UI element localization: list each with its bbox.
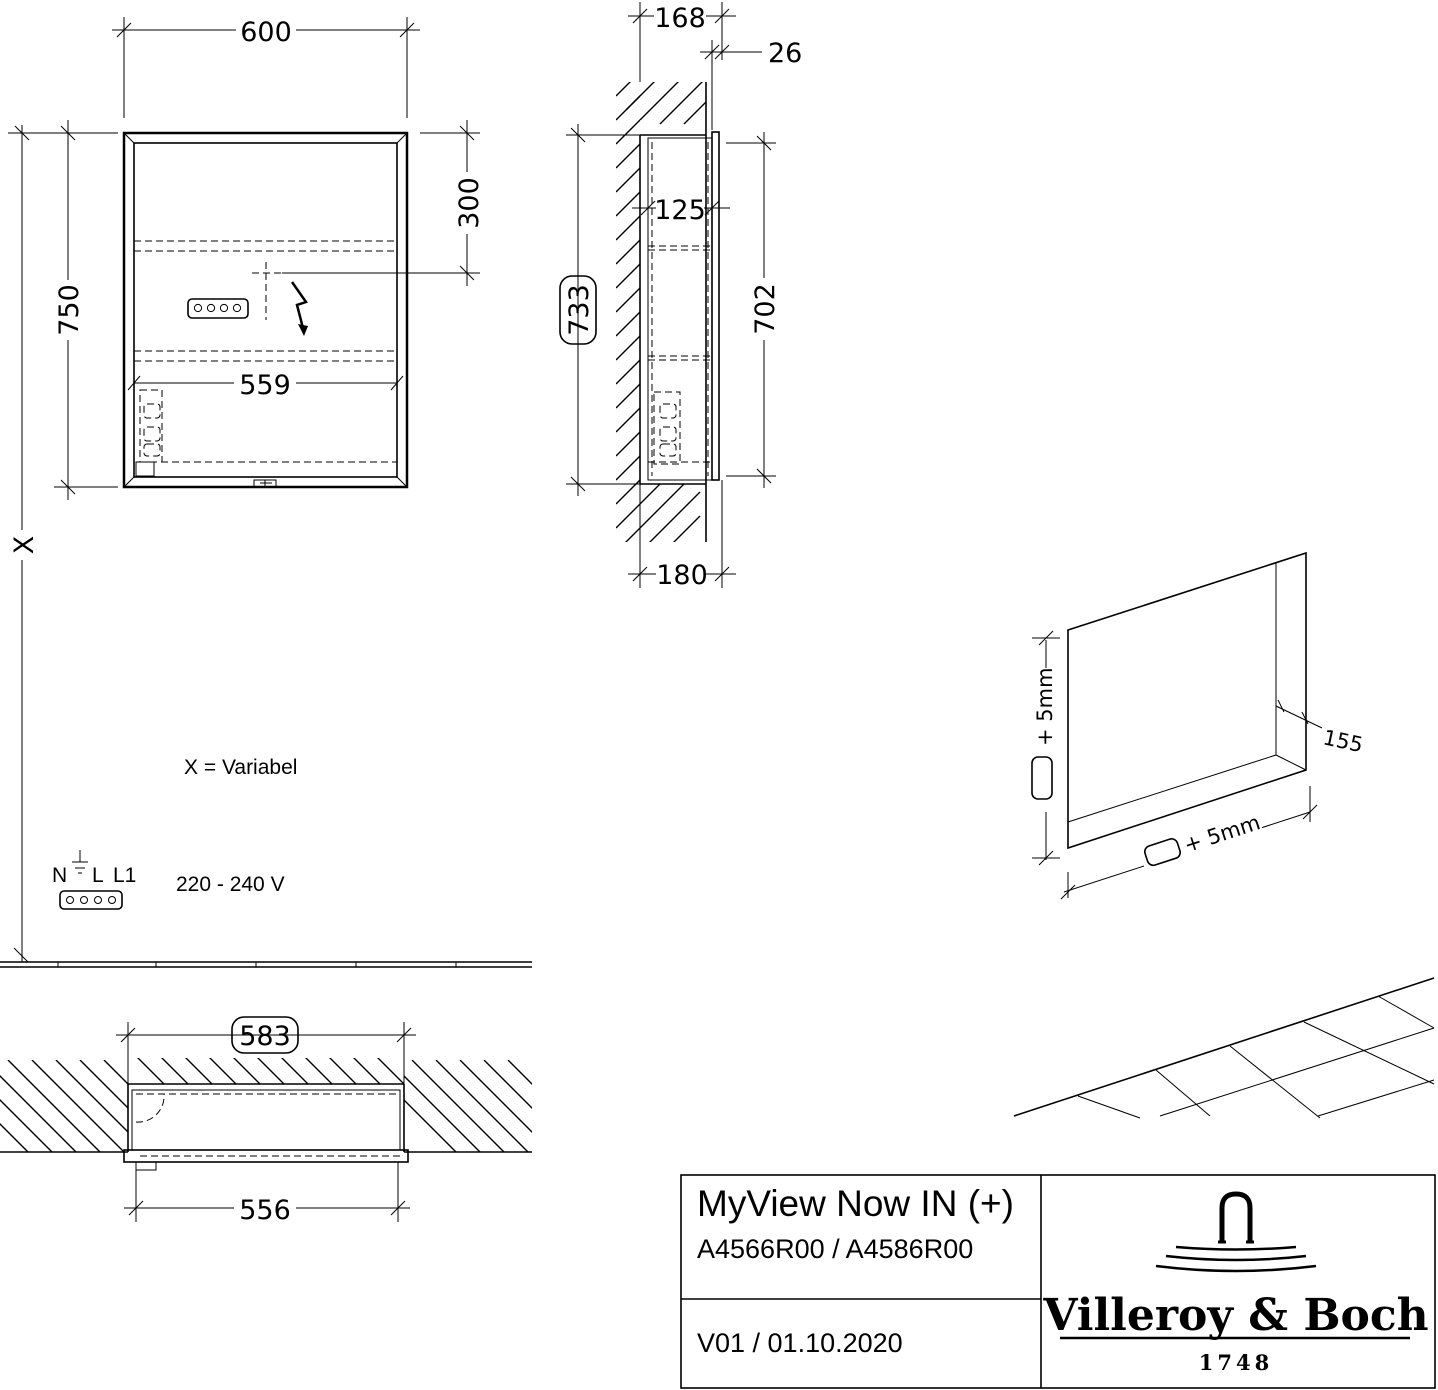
terminal-l1: L1 bbox=[113, 864, 136, 887]
product-name: MyView Now IN (+) bbox=[697, 1183, 1014, 1224]
iso-vertical-symbol bbox=[1031, 756, 1053, 800]
front-height-label: 750 bbox=[54, 284, 85, 336]
inner-depth-label: 125 bbox=[654, 195, 706, 226]
recess-height-label: 733 bbox=[564, 284, 595, 336]
iso-view: 155 + 5mm + 5mm bbox=[1031, 551, 1365, 900]
brand-name: Villeroy & Boch bbox=[1042, 1290, 1428, 1341]
side-compartment bbox=[139, 389, 163, 463]
front-width-label: 600 bbox=[240, 17, 292, 48]
top-cabinet-body bbox=[131, 1089, 401, 1151]
terminal-l: L bbox=[92, 864, 104, 887]
lightning-icon bbox=[290, 281, 308, 333]
recess-width-label: 583 bbox=[239, 1021, 291, 1052]
front-view: 600 750 300 559 X bbox=[8, 14, 485, 963]
variable-distance-label: X bbox=[9, 536, 40, 555]
socket-outlet bbox=[187, 298, 249, 319]
inner-width-label: 559 bbox=[239, 370, 291, 401]
cabinet-inner-frame bbox=[133, 142, 398, 478]
floor-line bbox=[0, 961, 532, 968]
iso-recess-outline bbox=[1067, 551, 1307, 850]
title-block: MyView Now IN (+) A4566R00 / A4586R00 V0… bbox=[680, 1174, 1436, 1389]
top-front-panel bbox=[123, 1149, 409, 1163]
iso-floor bbox=[1013, 977, 1435, 1119]
iso-depth-label: 155 bbox=[1321, 725, 1365, 757]
brand-founded: 1748 bbox=[1199, 1350, 1273, 1375]
iso-tolerance-vertical: + 5mm bbox=[1033, 667, 1057, 746]
side-cabinet-body bbox=[647, 137, 713, 481]
iso-horizontal-symbol bbox=[1143, 838, 1181, 867]
earth-icon bbox=[72, 850, 88, 874]
door-swing bbox=[135, 1093, 165, 1123]
terminal-block bbox=[59, 890, 123, 910]
recess-height-box bbox=[559, 275, 597, 345]
socket-offset-label: 300 bbox=[454, 177, 485, 229]
version-date: V01 / 01.10.2020 bbox=[697, 1328, 903, 1358]
article-numbers: A4566R00 / A4586R00 bbox=[697, 1234, 973, 1264]
side-view: 168 26 125 733 702 1 bbox=[559, 2, 802, 591]
recess-width-box bbox=[231, 1016, 299, 1054]
top-inner-width-label: 556 bbox=[239, 1195, 291, 1226]
brand-logo-icon bbox=[1155, 1191, 1317, 1273]
inner-height-label: 702 bbox=[750, 283, 781, 335]
side-front-panel bbox=[711, 131, 720, 481]
voltage-note: 220 - 240 V bbox=[176, 873, 285, 896]
side-depth-top-label: 168 bbox=[654, 3, 706, 34]
front-thickness-label: 26 bbox=[768, 38, 802, 69]
variable-note: X = Variabel bbox=[184, 756, 297, 779]
top-view: 583 556 bbox=[0, 1016, 532, 1226]
notes: X = Variabel N L L1 220 - 240 V bbox=[52, 756, 297, 910]
wall-hatch-top-right bbox=[404, 1060, 532, 1152]
terminal-n: N bbox=[52, 864, 67, 887]
side-depth-bottom-label: 180 bbox=[656, 560, 708, 591]
wall-hatch-top-left bbox=[0, 1060, 128, 1152]
